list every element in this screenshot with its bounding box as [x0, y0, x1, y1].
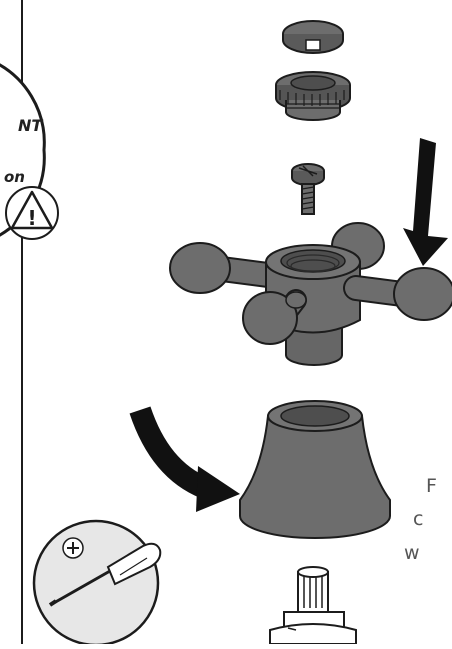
warning-triangle-icon: ! [5, 186, 59, 240]
side-instruction-line-1: F [426, 475, 438, 497]
caution-note-text: on [4, 168, 25, 186]
curved-arrow-icon [129, 406, 240, 512]
screwdriver-icon [32, 519, 162, 647]
warning-exclamation: ! [27, 206, 36, 230]
side-instruction-line-3: w [404, 542, 421, 564]
bell-cover-part [239, 400, 391, 539]
valve-spindle-part [269, 566, 357, 645]
threaded-nut-part [275, 71, 351, 121]
important-note-text: NT [18, 116, 43, 135]
cap-part [282, 20, 344, 54]
screw-part [291, 163, 325, 215]
down-arrow-icon [403, 138, 448, 266]
side-instruction-line-2: c [413, 508, 425, 530]
cross-handle-part [169, 222, 452, 366]
